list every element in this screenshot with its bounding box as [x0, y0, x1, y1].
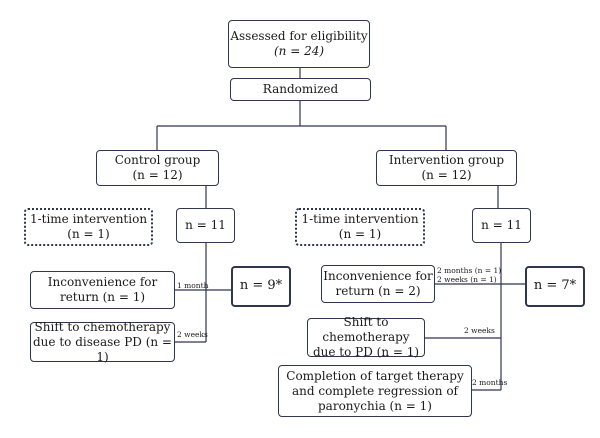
- intervention-group-count: (n = 12): [421, 168, 472, 182]
- assessed-count: (n = 24): [273, 44, 325, 58]
- control-one-time-text: 1-time intervention: [29, 212, 148, 226]
- intervention-n11-text: n = 11: [481, 218, 522, 232]
- control-group-count: (n = 12): [132, 168, 183, 182]
- control-inconvenience-l1: Inconvenience for: [47, 275, 158, 289]
- assessed-box: Assessed for eligibility (n = 24): [228, 20, 370, 68]
- control-2weeks-note: 2 weeks: [177, 330, 208, 339]
- control-shift-l2: due to disease PD (n = 1): [33, 334, 172, 364]
- control-group-title: Control group: [114, 153, 201, 167]
- intervention-2months-n1-note: 2 months (n = 1): [437, 266, 502, 275]
- control-final-text: n = 9*: [239, 278, 283, 294]
- intervention-inconvenience-l1: Inconvenience for: [323, 269, 433, 283]
- intervention-completion-l2: and complete regression of: [291, 383, 458, 398]
- intervention-n11-box: n = 11: [472, 208, 531, 243]
- control-final-box: n = 9*: [231, 266, 291, 307]
- control-shift-box: Shift to chemotherapy due to disease PD …: [30, 319, 175, 364]
- intervention-shift-l2: due to PD (n = 1): [312, 345, 420, 359]
- control-group-box: Control group (n = 12): [96, 150, 219, 186]
- control-shift-l1: Shift to chemotherapy: [34, 319, 171, 334]
- randomized-box: Randomized: [230, 78, 371, 101]
- intervention-completion-l1: Completion of target therapy: [286, 368, 464, 383]
- intervention-group-title: Intervention group: [388, 153, 505, 167]
- control-inconvenience-box: Inconvenience for return (n = 1): [30, 271, 175, 309]
- control-n11-box: n = 11: [176, 208, 235, 243]
- intervention-group-box: Intervention group (n = 12): [376, 150, 517, 186]
- control-n11-text: n = 11: [185, 218, 226, 232]
- intervention-one-time-count: (n = 1): [338, 227, 382, 241]
- intervention-shift-l1: Shift to chemotherapy: [322, 315, 410, 344]
- intervention-2weeks-n1-note: 2 weeks (n = 1): [437, 275, 497, 284]
- control-one-time-count: (n = 1): [67, 227, 110, 241]
- intervention-final-box: n = 7*: [525, 266, 585, 307]
- control-one-time-box: 1-time intervention (n = 1): [24, 208, 153, 246]
- intervention-2weeks-note: 2 weeks: [464, 326, 495, 335]
- intervention-final-text: n = 7*: [533, 278, 577, 294]
- control-inconvenience-l2: return (n = 1): [59, 290, 146, 304]
- randomized-text: Randomized: [262, 82, 339, 96]
- assessed-text: Assessed for eligibility: [230, 29, 368, 43]
- intervention-shift-box: Shift to chemotherapy due to PD (n = 1): [307, 315, 425, 359]
- intervention-one-time-text: 1-time intervention: [301, 212, 419, 226]
- intervention-inconvenience-l2: return (n = 2): [335, 284, 421, 298]
- intervention-completion-l3: paronychia (n = 1): [318, 398, 432, 413]
- intervention-one-time-box: 1-time intervention (n = 1): [295, 208, 425, 246]
- control-1month-note: 1 month: [177, 281, 209, 290]
- intervention-2months-note: 2 months: [472, 378, 508, 387]
- intervention-inconvenience-box: Inconvenience for return (n = 2): [321, 265, 435, 303]
- intervention-completion-box: Completion of target therapy and complet…: [278, 365, 472, 417]
